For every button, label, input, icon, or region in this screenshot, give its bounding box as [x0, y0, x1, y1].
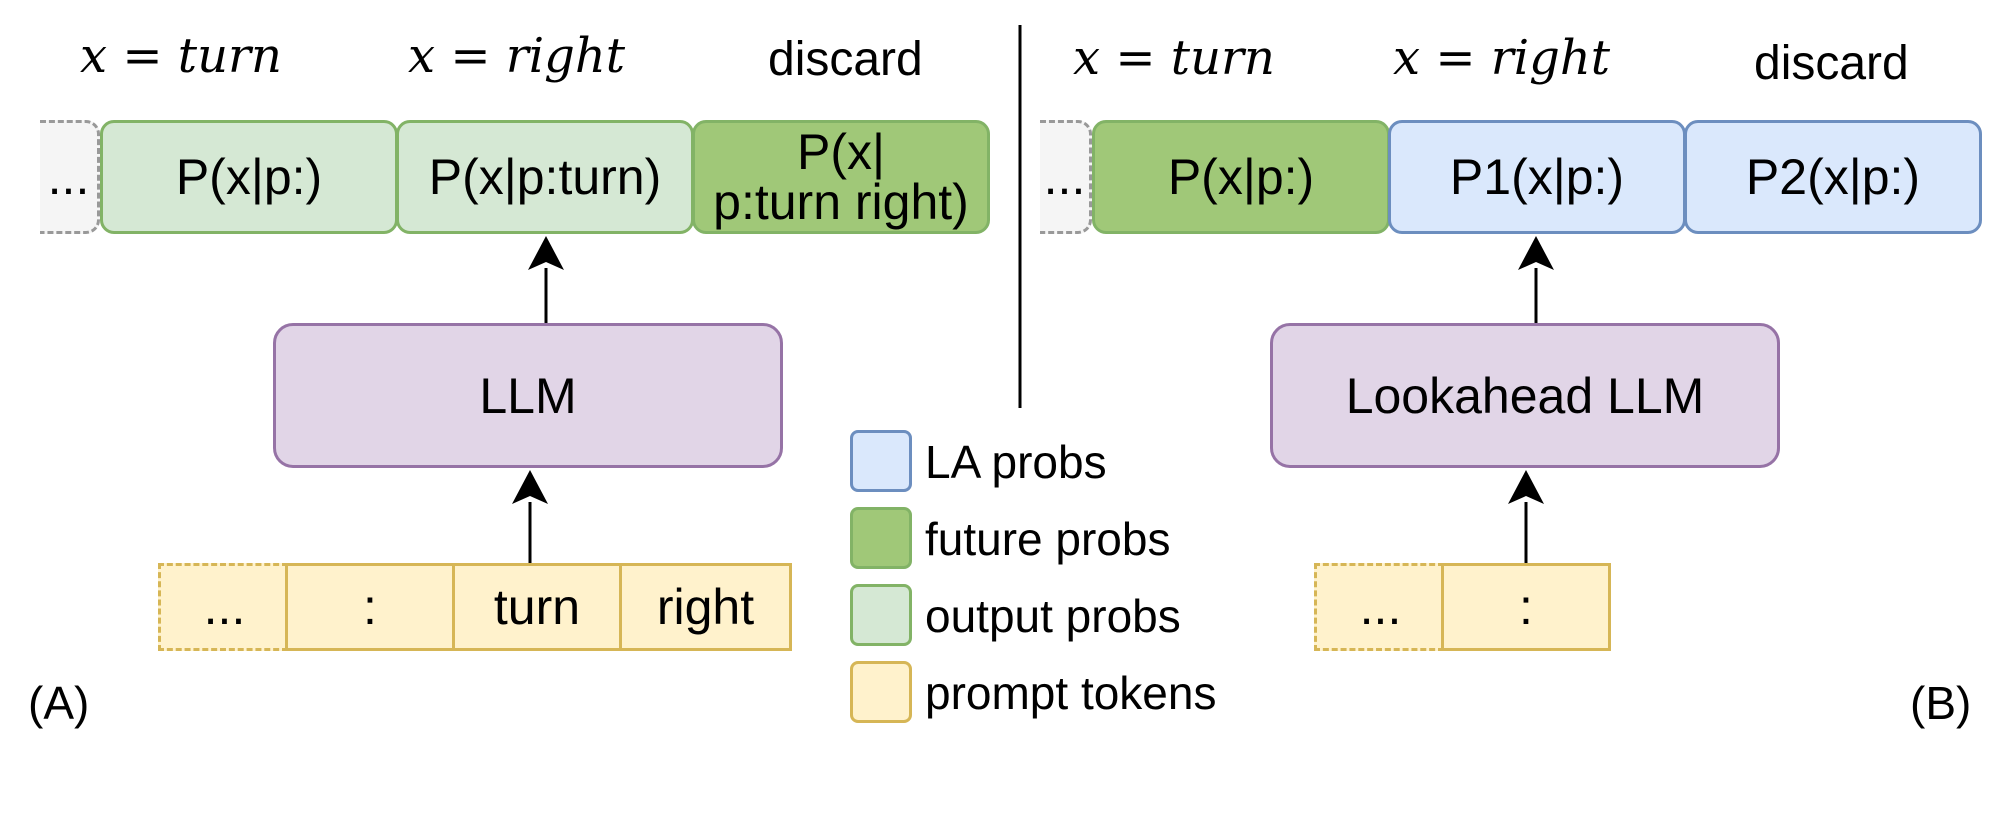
panel-a-ellipsis-text: ... — [47, 149, 90, 205]
panel-a-token-colon: : — [285, 563, 455, 651]
panel-b-la-prob-1: P1(x|p:) — [1388, 120, 1686, 234]
panel-a-token-ellipsis-text: ... — [203, 579, 246, 635]
panel-b-la-prob-2-label: P2(x|p:) — [1745, 149, 1921, 205]
panel-a-token-ellipsis: ... — [158, 563, 288, 651]
panel-a-arrow-token-to-llm — [512, 470, 548, 563]
panel-a-llm-box: LLM — [273, 323, 783, 468]
panel-b-header-discard: discard — [1754, 37, 1909, 90]
panel-a-output-prob-2-label: P(x|p:turn) — [428, 149, 662, 205]
panel-a-ellipsis-output: ... — [40, 120, 100, 234]
legend-label-prompt-tokens: prompt tokens — [925, 667, 1217, 719]
panel-a-token-right-text: right — [656, 579, 755, 635]
panel-a-output-prob-2: P(x|p:turn) — [396, 120, 694, 234]
panel-b-label: (B) — [1910, 677, 1972, 729]
panel-b-arrow-llm-to-output — [1518, 236, 1554, 323]
panel-b-future-prob-label: P(x|p:) — [1167, 149, 1315, 205]
legend-swatch-output-probs — [850, 584, 912, 646]
panel-a-header-right: x = right — [408, 28, 626, 84]
panel-a-token-colon-text: : — [363, 579, 377, 635]
panel-b-ellipsis-output: ... — [1040, 120, 1092, 234]
panel-a-header-discard: discard — [768, 33, 923, 86]
panel-b-token-ellipsis: ... — [1314, 563, 1444, 651]
legend-swatch-prompt-tokens — [850, 661, 912, 723]
panel-a-future-prob-line1: P(x| — [797, 124, 885, 180]
panel-b-future-prob: P(x|p:) — [1092, 120, 1390, 234]
panel-a-token-turn-text: turn — [493, 579, 581, 635]
legend-swatch-future-probs — [850, 507, 912, 569]
panel-a-future-prob-line2: p:turn right) — [713, 174, 969, 230]
panel-b-token-ellipsis-text: ... — [1359, 579, 1402, 635]
panel-a-output-prob-1-label: P(x|p:) — [175, 149, 323, 205]
panel-b-la-prob-2: P2(x|p:) — [1684, 120, 1982, 234]
panel-b-header-turn: x = turn — [1073, 30, 1275, 86]
panel-a-token-right: right — [619, 563, 792, 651]
panel-b-arrow-token-to-llm — [1508, 470, 1544, 563]
legend-label-la-probs: LA probs — [925, 436, 1107, 488]
panel-b-la-prob-1-label: P1(x|p:) — [1449, 149, 1625, 205]
panel-b-token-colon: : — [1441, 563, 1611, 651]
legend-label-future-probs: future probs — [925, 513, 1171, 565]
panel-a-header-turn: x = turn — [80, 28, 282, 84]
panel-b-lookahead-llm-box: Lookahead LLM — [1270, 323, 1780, 468]
panel-a-label: (A) — [28, 677, 90, 729]
panel-a-future-prob: P(x| p:turn right) — [692, 120, 990, 234]
panel-b-token-colon-text: : — [1519, 579, 1533, 635]
panel-a-arrow-llm-to-output — [528, 236, 564, 323]
panel-b-header-right: x = right — [1393, 30, 1611, 86]
panel-a-output-prob-1: P(x|p:) — [100, 120, 398, 234]
legend-swatch-la-probs — [850, 430, 912, 492]
panel-b-lookahead-llm-label: Lookahead LLM — [1345, 367, 1705, 424]
panel-a-llm-label: LLM — [479, 367, 577, 424]
panel-b-ellipsis-text: ... — [1043, 149, 1086, 205]
legend-label-output-probs: output probs — [925, 590, 1181, 642]
